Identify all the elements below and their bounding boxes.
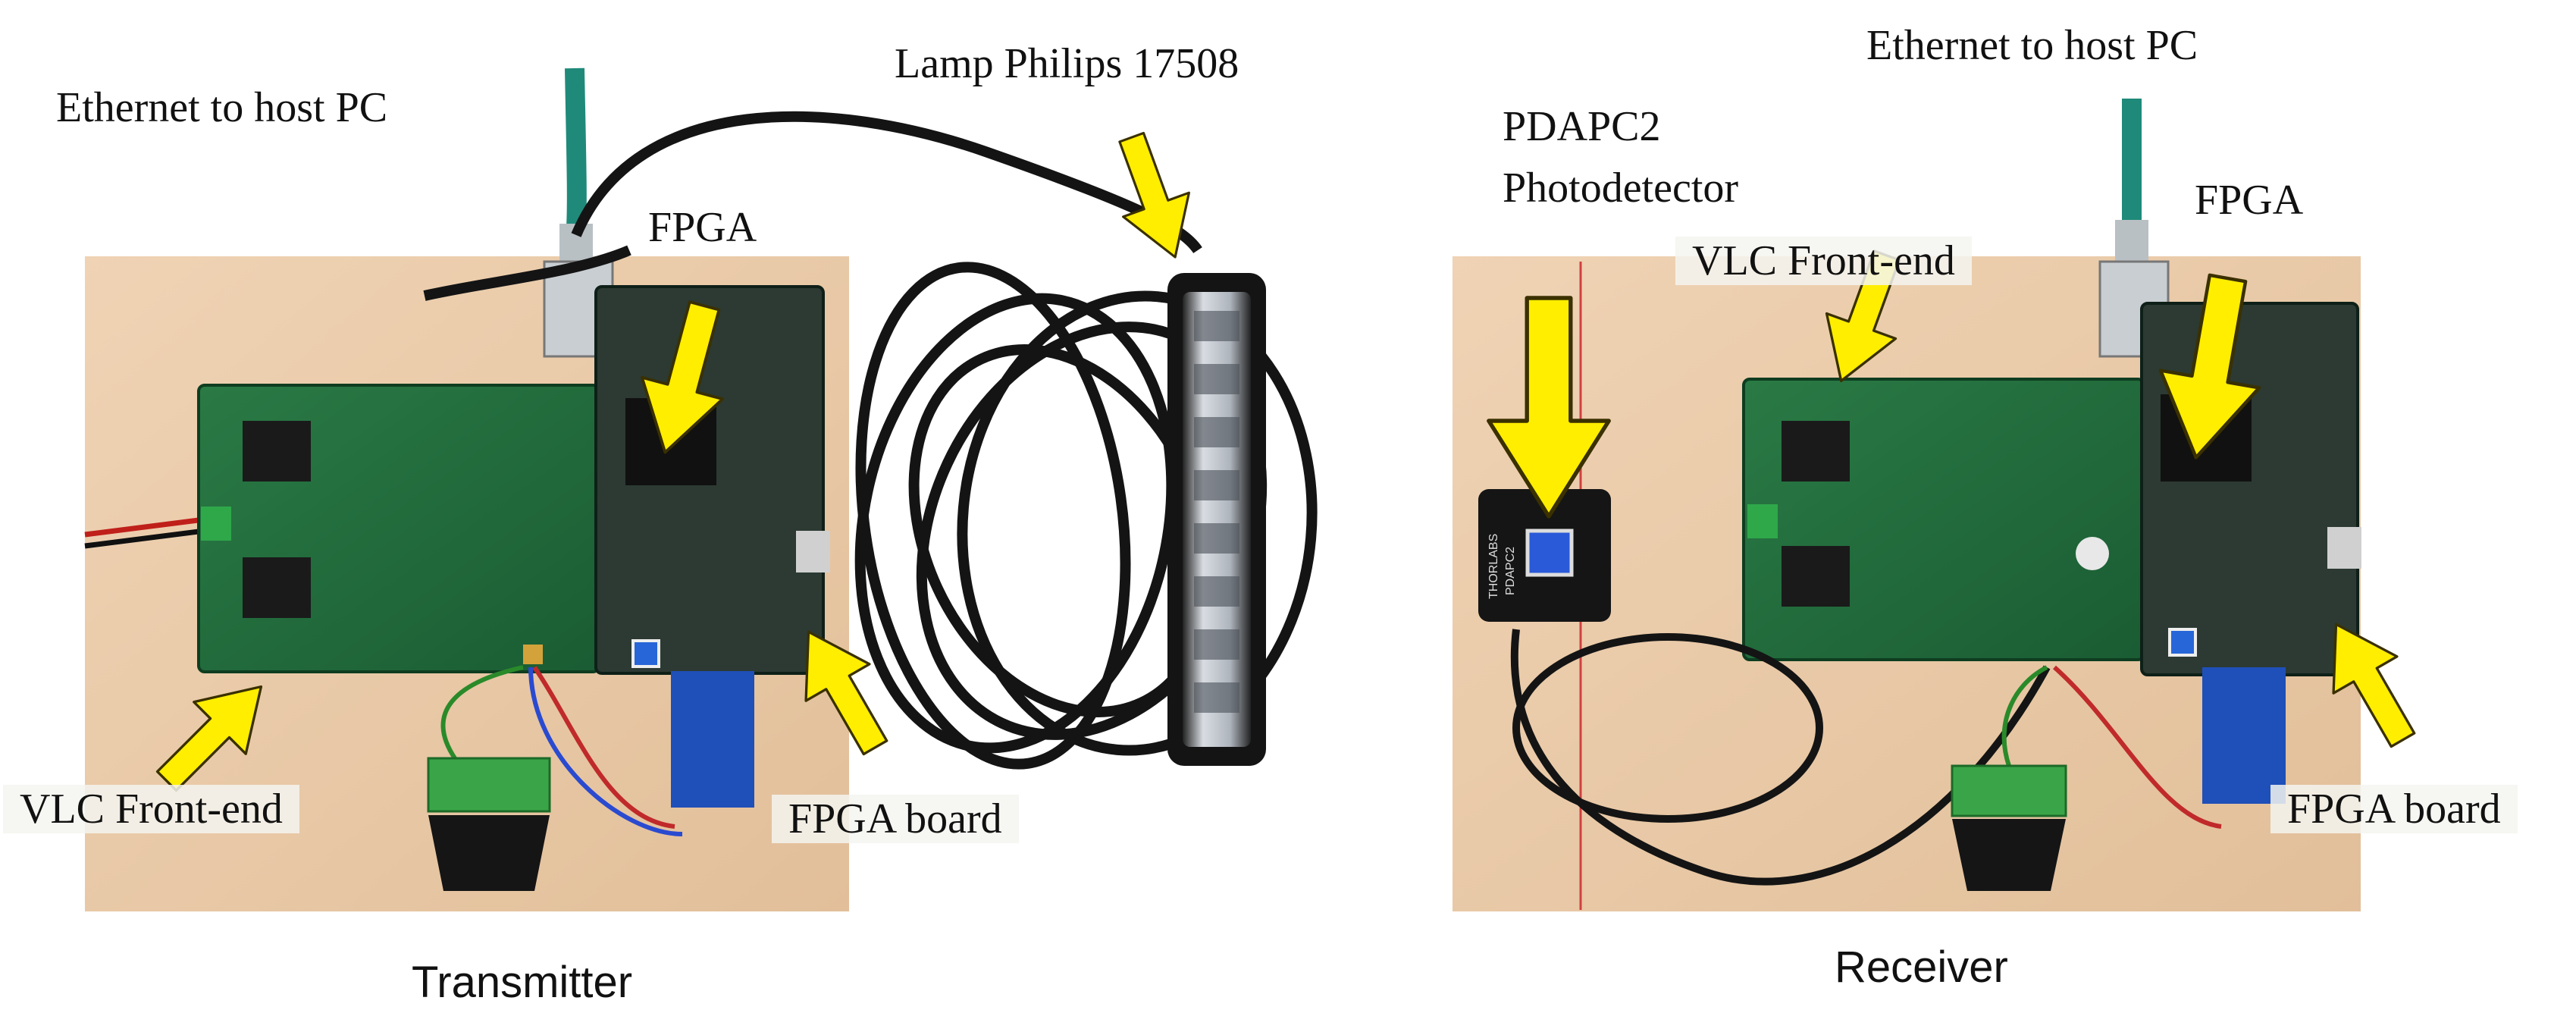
- rx-level-converter: [2202, 667, 2286, 804]
- rx-black-plug: [1952, 819, 2066, 891]
- label-rx-vlc: VLC Front-end: [1675, 237, 1972, 286]
- tx-chip: [243, 557, 311, 618]
- caption-transmitter: Transmitter: [412, 958, 633, 1007]
- rx-terminal-block: [1747, 504, 1778, 538]
- label-tx-ethernet: Ethernet to host PC: [56, 84, 388, 131]
- tx-usb-port: [796, 531, 830, 572]
- rx-photodetector-sensor: [1525, 529, 1574, 577]
- label-rx-fpga: FPGA: [2195, 177, 2304, 224]
- tx-button-blue: [631, 639, 660, 668]
- tx-wires: [440, 665, 524, 760]
- rx-wires: [2001, 665, 2048, 767]
- tx-power-wire-red: [84, 516, 205, 538]
- label-tx-fpga: FPGA: [648, 204, 757, 251]
- tx-black-plug: [428, 815, 550, 891]
- rx-fpga-board: [2140, 302, 2359, 676]
- rx-usb-port: [2327, 527, 2361, 569]
- rx-green-connector: [1951, 764, 2067, 817]
- tx-green-connector: [427, 757, 551, 813]
- rx-button-blue: [2168, 628, 2197, 657]
- photodetector-model: PDAPC2: [1504, 547, 1517, 595]
- tx-ethernet-cable: [565, 67, 587, 228]
- tx-terminal-block: [201, 507, 231, 541]
- tx-sma-connector: [523, 645, 543, 664]
- rx-chip: [1782, 546, 1850, 607]
- tx-wires: [528, 667, 683, 836]
- rx-wires: [2053, 665, 2222, 829]
- tx-chip: [243, 421, 311, 481]
- tx-power-wire-black: [84, 528, 205, 549]
- label-tx-fpga-board: FPGA board: [772, 795, 1019, 844]
- caption-receiver: Receiver: [1835, 943, 2008, 992]
- tx-wires: [532, 666, 675, 829]
- label-rx-photodetector-2: Photodetector: [1503, 165, 1739, 212]
- rx-ethernet-plug: [2115, 220, 2148, 262]
- photodetector-brand: THORLABS: [1487, 534, 1500, 599]
- tx-level-converter: [671, 671, 754, 808]
- label-rx-fpga-board: FPGA board: [2270, 785, 2518, 834]
- label-lamp: Lamp Philips 17508: [895, 40, 1239, 87]
- lamp: [1167, 273, 1266, 766]
- rx-chip: [1782, 421, 1850, 481]
- label-rx-ethernet: Ethernet to host PC: [1866, 22, 2198, 69]
- label-rx-photodetector-1: PDAPC2: [1503, 103, 1661, 150]
- rx-white-disc: [2076, 537, 2109, 570]
- label-tx-vlc: VLC Front-end: [3, 785, 299, 834]
